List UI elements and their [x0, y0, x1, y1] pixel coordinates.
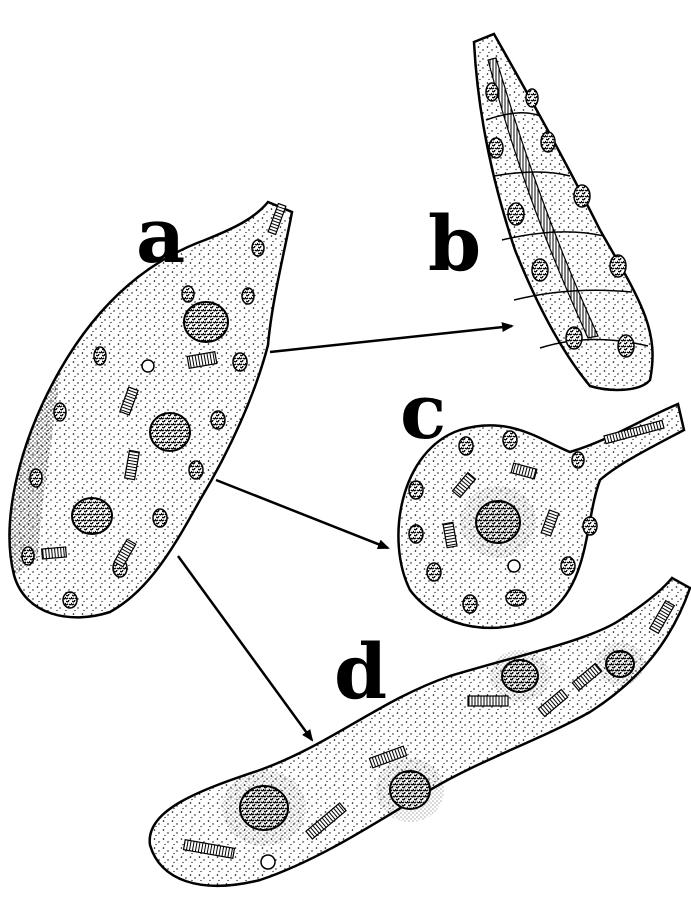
cell-d	[150, 578, 690, 886]
panel-label-a: a	[136, 198, 185, 274]
cell-d-vacuole	[261, 855, 275, 869]
panel-label-d: d	[334, 634, 387, 710]
cell-b	[474, 34, 653, 390]
arrow-a-to-d	[178, 556, 312, 740]
panel-label-b: b	[428, 206, 481, 282]
panel-label-c: c	[400, 374, 446, 450]
cell-c-nucleus-halo	[460, 486, 536, 558]
cell-a-vacuole	[142, 360, 154, 372]
arrow-a-to-c	[216, 480, 388, 548]
arrow-a-to-b	[270, 326, 512, 352]
cell-d-body	[150, 578, 690, 886]
cell-c-vacuole	[508, 560, 520, 572]
